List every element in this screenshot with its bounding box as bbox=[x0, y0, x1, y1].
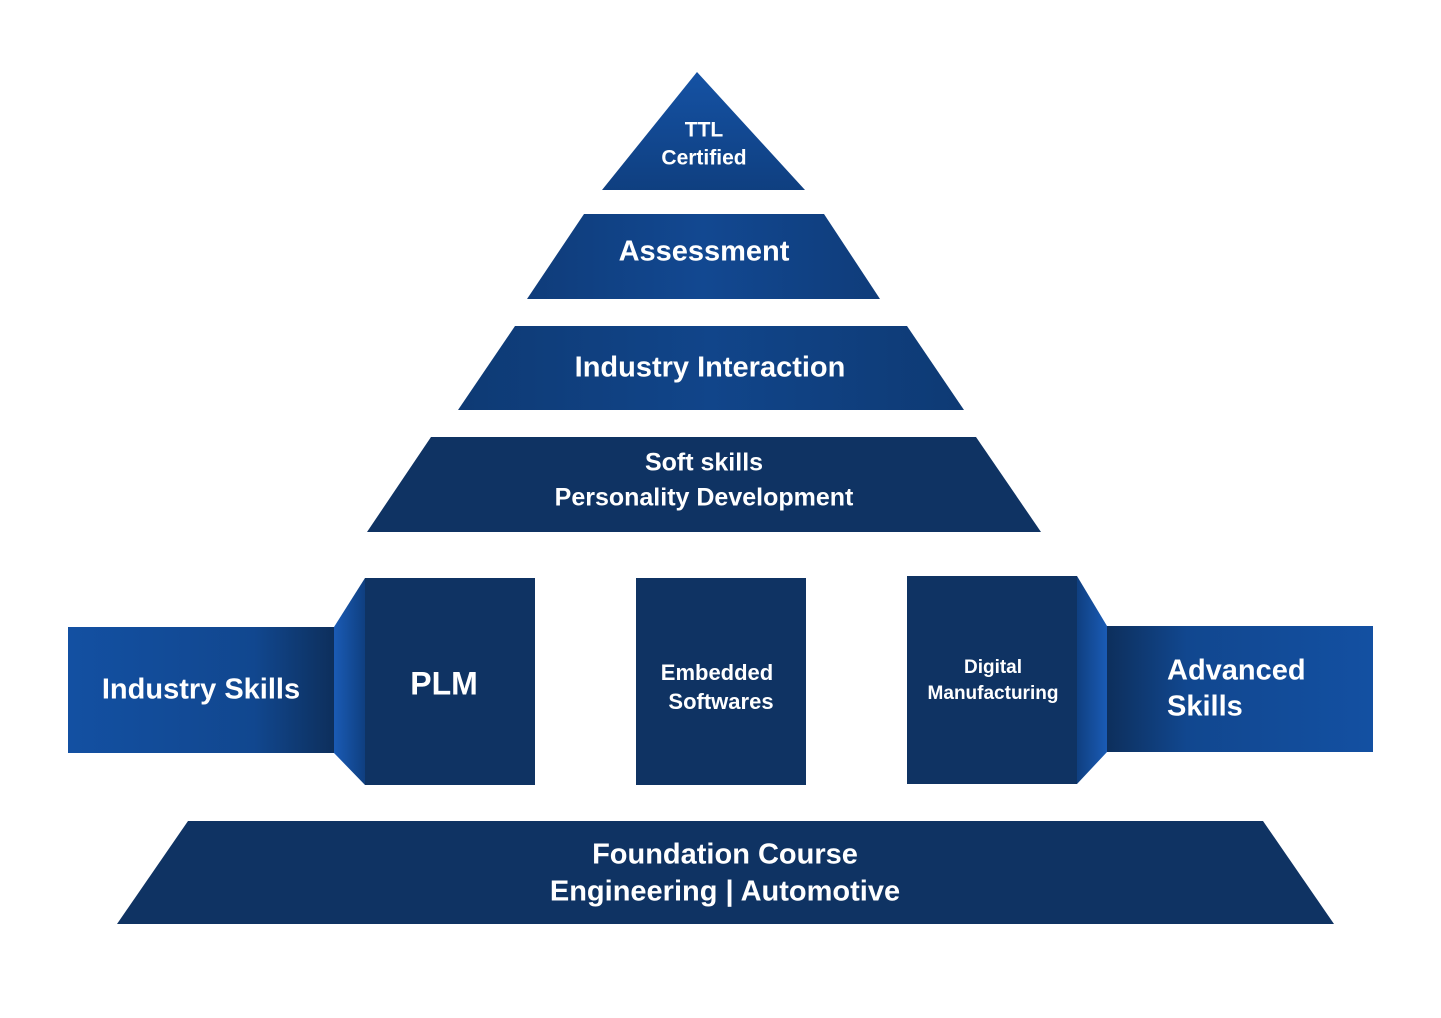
industry-skills-banner-shape bbox=[68, 627, 334, 753]
apex-label-line2: Certified bbox=[661, 147, 746, 170]
industry-skills-label: Industry Skills bbox=[102, 674, 300, 706]
tier-soft-skills: Soft skills Personality Development bbox=[367, 437, 1041, 532]
industry-interaction-label: Industry Interaction bbox=[575, 352, 846, 384]
advanced-skills-banner: Advanced Skills bbox=[1077, 576, 1373, 784]
tier-foundation: Foundation Course Engineering | Automoti… bbox=[117, 821, 1334, 924]
foundation-label-line1: Foundation Course bbox=[592, 839, 858, 871]
soft-skills-label-line2: Personality Development bbox=[555, 484, 854, 512]
digital-manufacturing-label-line2: Manufacturing bbox=[928, 683, 1059, 704]
advanced-skills-label-line2: Skills bbox=[1167, 691, 1243, 723]
tier-industry-interaction: Industry Interaction bbox=[458, 326, 964, 410]
embedded-softwares-block: Embedded Softwares bbox=[636, 578, 806, 785]
embedded-softwares-block-shape bbox=[636, 578, 806, 785]
embedded-label-line1: Embedded bbox=[661, 660, 773, 685]
advanced-skills-banner-shape bbox=[1107, 626, 1373, 752]
apex-label-line1: TTL bbox=[685, 119, 724, 142]
industry-skills-banner: Industry Skills bbox=[68, 578, 365, 785]
plm-block: PLM bbox=[365, 578, 535, 785]
foundation-trapezoid-shape bbox=[117, 821, 1334, 924]
digital-manufacturing-block-shape bbox=[907, 576, 1077, 784]
assessment-label: Assessment bbox=[619, 236, 790, 268]
apex-triangle-shape bbox=[602, 72, 805, 190]
tier-ttl-certified: TTL Certified bbox=[602, 72, 805, 190]
soft-skills-trapezoid-shape bbox=[367, 437, 1041, 532]
digital-manufacturing-label-line1: Digital bbox=[964, 657, 1022, 678]
industry-interaction-trapezoid-shape bbox=[458, 326, 964, 410]
digital-manufacturing-block: Digital Manufacturing bbox=[907, 576, 1077, 784]
foundation-label-line2: Engineering | Automotive bbox=[550, 876, 900, 908]
advanced-skills-fold-shape bbox=[1077, 576, 1107, 784]
tier-assessment: Assessment bbox=[527, 214, 880, 299]
plm-label: PLM bbox=[410, 665, 478, 701]
plm-block-shape bbox=[365, 578, 535, 785]
advanced-skills-label-line1: Advanced bbox=[1167, 655, 1306, 687]
industry-skills-fold-shape bbox=[334, 578, 365, 785]
assessment-trapezoid-shape bbox=[527, 214, 880, 299]
soft-skills-label-line1: Soft skills bbox=[645, 449, 763, 477]
embedded-label-line2: Softwares bbox=[668, 689, 773, 714]
